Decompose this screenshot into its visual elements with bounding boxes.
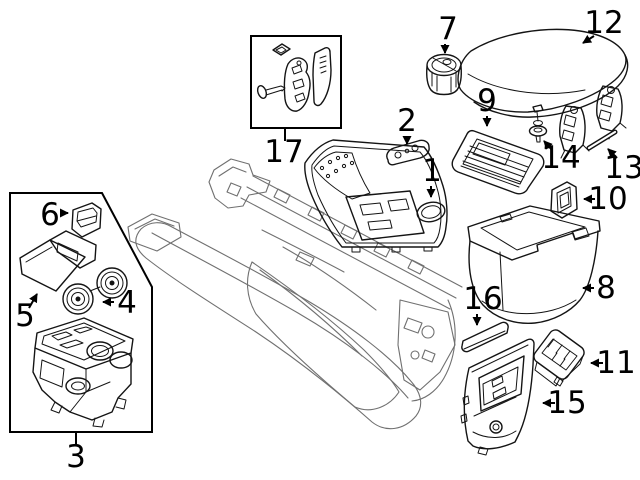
callout-12: 12 (582, 5, 624, 44)
callout-3-number: 3 (66, 439, 86, 475)
callout-1: 1 (422, 153, 442, 198)
part-7-ashtray-insert (426, 53, 462, 96)
callout-6-number: 6 (40, 197, 60, 233)
callout-5: 5 (15, 293, 38, 334)
part-17-switch-kit (256, 43, 332, 112)
callout-14-number: 14 (541, 140, 580, 176)
part-12-armrest-lid (457, 28, 629, 159)
part-3-cupholder-assembly (32, 317, 134, 428)
part-6-insert-pocket (71, 202, 102, 238)
part-13-hinge-pin (586, 129, 618, 151)
part-5-rubber-tray (19, 230, 97, 292)
part-9-storage-tray (451, 129, 545, 195)
part-14-fastener-clip (528, 104, 548, 143)
callout-13: 13 (604, 148, 640, 186)
callout-17: 17 (264, 128, 304, 170)
callout-16: 16 (463, 281, 503, 326)
callout-9: 9 (477, 83, 497, 127)
group-box-cupholder (9, 192, 153, 433)
callout-8-number: 8 (596, 270, 616, 306)
callout-16-number: 16 (463, 281, 502, 317)
callout-9-number: 9 (477, 83, 497, 119)
group-box-switch-trim (250, 35, 342, 129)
callout-2: 2 (397, 103, 417, 145)
part-15-rear-console-panel (460, 338, 535, 456)
part-16-rubber-pad (461, 321, 509, 353)
callout-2-number: 2 (397, 103, 417, 139)
callout-17-number: 17 (264, 134, 303, 170)
part-10-latch-bracket (550, 181, 578, 219)
callout-10: 10 (583, 181, 628, 217)
callout-5-number: 5 (15, 298, 35, 334)
callout-7-number: 7 (438, 11, 458, 47)
callout-1-number: 1 (422, 153, 442, 189)
part-4-rubber-mats (62, 267, 128, 315)
part-8-storage-bin (467, 205, 601, 325)
callout-6: 6 (40, 197, 69, 233)
callout-14: 14 (541, 140, 580, 176)
callout-15: 15 (542, 385, 587, 421)
callout-10-number: 10 (588, 181, 627, 217)
callout-4-number: 4 (117, 285, 137, 321)
center-console-body (127, 158, 463, 430)
part-1-console-trim-panel (304, 139, 448, 253)
callout-8: 8 (582, 270, 616, 306)
callout-11-number: 11 (596, 345, 635, 381)
callout-3: 3 (66, 433, 86, 475)
callout-13-number: 13 (604, 150, 640, 186)
callout-12-number: 12 (584, 5, 623, 41)
callout-4: 4 (102, 285, 137, 321)
part-11-rear-air-vent (533, 329, 585, 387)
callout-15-number: 15 (547, 385, 586, 421)
callout-11: 11 (590, 345, 636, 381)
callout-7: 7 (438, 11, 458, 54)
